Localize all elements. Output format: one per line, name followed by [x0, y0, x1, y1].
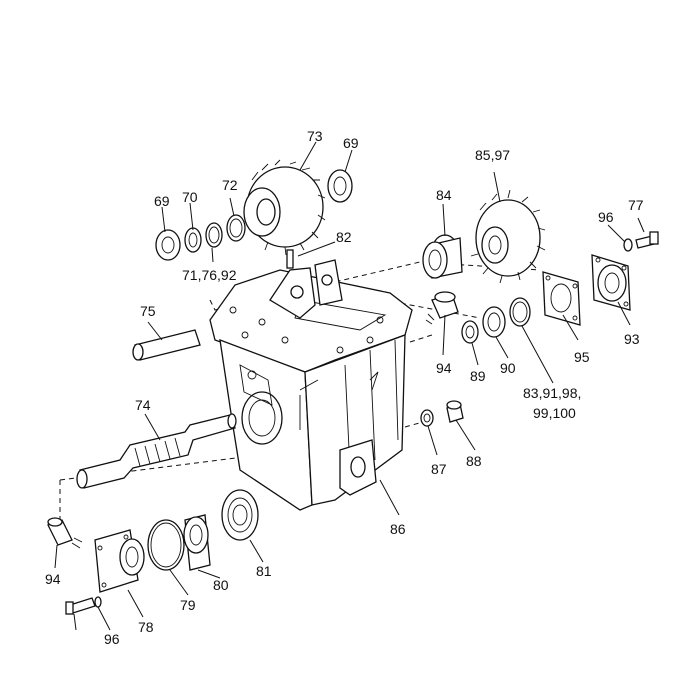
callout-88: 88 — [466, 453, 482, 469]
oring-79 — [147, 519, 185, 571]
shaft-74 — [76, 413, 237, 489]
callout-71-76-92: 71,76,92 — [182, 267, 237, 283]
gasket-95 — [542, 271, 581, 326]
bearing-90 — [482, 306, 506, 338]
callout-72: 72 — [222, 177, 238, 193]
coupling-84 — [422, 234, 463, 279]
callout-86: 86 — [390, 521, 406, 537]
callout-82: 82 — [336, 229, 352, 245]
callout-96-lower: 96 — [104, 631, 120, 647]
gear-73 — [243, 159, 326, 256]
callout-89: 89 — [470, 368, 486, 384]
callout-90: 90 — [500, 360, 516, 376]
callout-87: 87 — [431, 461, 447, 477]
seal-80 — [183, 514, 211, 571]
bearing-69-left — [155, 229, 181, 261]
bearing-81 — [221, 489, 259, 541]
callout-83-line2: 99,100 — [533, 405, 576, 421]
bolt-lower — [65, 596, 102, 615]
shims-83 — [509, 297, 531, 327]
rings-70-72 — [184, 214, 246, 253]
callout-78: 78 — [138, 619, 154, 635]
leader-lines — [54, 141, 645, 631]
callout-74: 74 — [135, 397, 151, 413]
callout-81: 81 — [256, 563, 272, 579]
callout-80: 80 — [213, 577, 229, 593]
callout-73: 73 — [307, 128, 323, 144]
callout-79: 79 — [180, 597, 196, 613]
plug-88 — [446, 400, 464, 423]
fitting-94-lower — [47, 517, 83, 549]
bolt-77 — [623, 231, 659, 252]
callout-94-lower: 94 — [45, 571, 61, 587]
washer-87 — [420, 409, 434, 427]
shaft-75 — [132, 329, 201, 361]
gearbox-housing — [209, 259, 413, 511]
callout-77: 77 — [628, 197, 644, 213]
callout-84: 84 — [436, 187, 452, 203]
callout-83-line1: 83,91,98, — [523, 385, 581, 401]
callout-93: 93 — [624, 331, 640, 347]
ring-89 — [461, 320, 479, 344]
callout-labels: 73 69 85,97 69 70 72 84 96 77 82 71,76,9… — [45, 128, 644, 647]
bearing-69-right — [327, 169, 353, 203]
cover-78 — [94, 529, 145, 593]
fitting-94-upper — [425, 291, 459, 325]
cover-93 — [591, 254, 631, 311]
callout-75: 75 — [140, 303, 156, 319]
callout-85-97: 85,97 — [475, 147, 510, 163]
callout-69-top: 69 — [343, 135, 359, 151]
pin-82 — [286, 249, 294, 269]
gear-85-97 — [470, 189, 546, 284]
callout-69-left: 69 — [154, 193, 170, 209]
callout-95: 95 — [574, 349, 590, 365]
callout-94-upper: 94 — [436, 360, 452, 376]
callout-96-top: 96 — [598, 209, 614, 225]
callout-70: 70 — [182, 189, 198, 205]
